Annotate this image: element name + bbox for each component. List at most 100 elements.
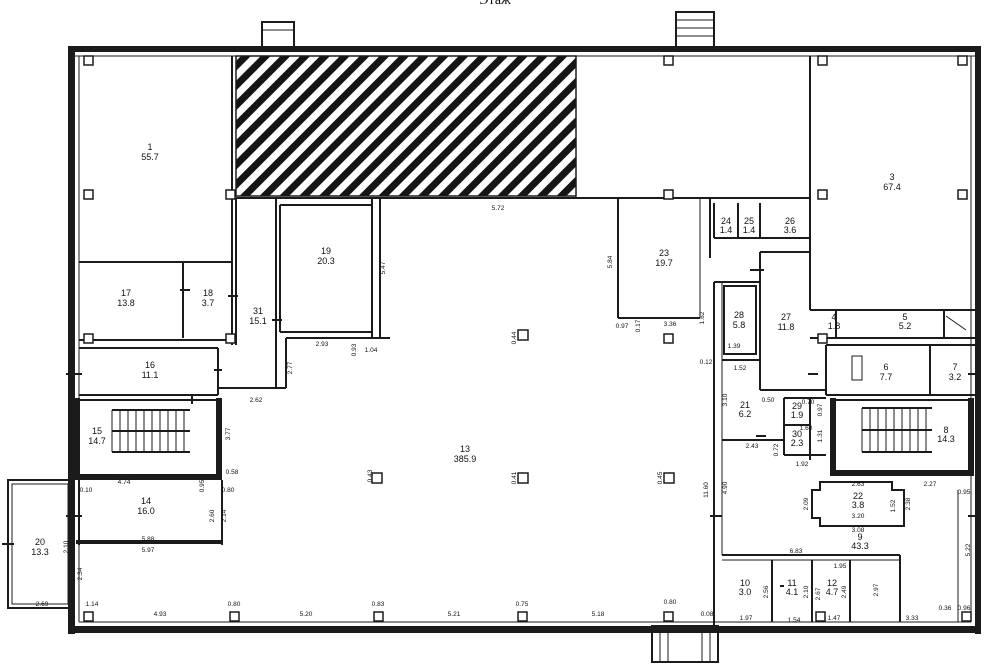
dim-label: 2.10 xyxy=(803,585,810,598)
dim-label: 1.60 xyxy=(800,425,813,432)
room-14-area: 16.0 xyxy=(137,506,155,516)
room-4-number: 4 xyxy=(831,312,836,322)
room-labels: 1 55.7 3 67.4 4 1.8 5 5.2 6 7.7 7 3.2 8 … xyxy=(31,142,961,597)
room-29-area: 1.9 xyxy=(791,410,804,420)
room-28-area: 5.8 xyxy=(733,320,746,330)
dim-label: 2.60 xyxy=(209,509,216,522)
dim-label: 2.10 xyxy=(63,540,70,553)
dim-label: 4.74 xyxy=(118,479,131,486)
room-29-number: 29 xyxy=(792,401,802,411)
dim-label: 1.39 xyxy=(728,343,741,350)
dim-label: 1.95 xyxy=(834,563,847,570)
room-8-area: 14.3 xyxy=(937,434,955,444)
dim-label: 0.17 xyxy=(635,319,642,332)
room-15-number: 15 xyxy=(92,426,102,436)
dim-label: 6.83 xyxy=(790,548,803,555)
room-26-area: 3.6 xyxy=(784,225,797,235)
room-5-area: 5.2 xyxy=(899,321,912,331)
room-27-area: 11.8 xyxy=(778,322,795,332)
dim-label: 2.09 xyxy=(803,497,810,510)
dim-label: 0.41 xyxy=(511,471,518,484)
dim-label: 2.38 xyxy=(905,497,912,510)
room-7-area: 3.2 xyxy=(949,372,962,382)
dim-label: 1.47 xyxy=(828,615,841,622)
dim-label: 0.97 xyxy=(817,403,824,416)
dim-label: 0.12 xyxy=(700,359,713,366)
room-27-number: 27 xyxy=(781,312,791,322)
dim-label: 4.90 xyxy=(722,481,729,494)
room-22-area: 3.8 xyxy=(852,500,865,510)
dim-label: 2.14 xyxy=(221,509,228,522)
room-20-number: 20 xyxy=(35,537,45,547)
dim-label: 1.62 xyxy=(699,311,706,324)
room-1-number: 1 xyxy=(147,142,152,152)
dim-label: 2.62 xyxy=(250,397,263,404)
room-18-number: 18 xyxy=(203,288,213,298)
dim-label: 5.84 xyxy=(607,255,614,268)
dim-label: 11.60 xyxy=(703,482,710,498)
dim-label: 2.93 xyxy=(316,341,329,348)
dim-label: 2.97 xyxy=(873,583,880,596)
columns xyxy=(83,55,972,622)
room-19-number: 19 xyxy=(321,246,331,256)
dim-label: 0.72 xyxy=(773,443,780,456)
room-25-area: 1.4 xyxy=(743,225,756,235)
door-marks xyxy=(2,269,980,587)
room-4-area: 1.8 xyxy=(828,321,841,331)
room-11-number: 11 xyxy=(787,578,796,588)
room-18-area: 3.7 xyxy=(202,298,215,308)
room-20-area: 13.3 xyxy=(31,547,49,557)
dim-label: 0.80 xyxy=(664,599,677,606)
dim-label: 0.83 xyxy=(372,601,385,608)
dim-label: 0.45 xyxy=(657,471,664,484)
dim-label: 3.36 xyxy=(664,321,677,328)
dim-label: 0.36 xyxy=(939,605,952,612)
room-12-number: 12 xyxy=(827,578,837,588)
room-26-number: 26 xyxy=(785,216,795,226)
dim-label: 2.63 xyxy=(852,481,865,488)
room-23-area: 19.7 xyxy=(655,258,673,268)
dim-label: 5.88 xyxy=(142,536,155,543)
dim-label: 0.58 xyxy=(226,469,239,476)
dim-label: 2.77 xyxy=(287,361,294,374)
dim-label: 0.80 xyxy=(222,487,235,494)
room-7-number: 7 xyxy=(952,362,957,372)
dim-label: 1.14 xyxy=(86,601,99,608)
room-24-area: 1.4 xyxy=(720,225,733,235)
room-8-number: 8 xyxy=(943,425,948,435)
room-19-area: 20.3 xyxy=(317,256,335,266)
dim-label: 2.49 xyxy=(841,585,848,598)
room-25-number: 25 xyxy=(744,216,754,226)
room-21-number: 21 xyxy=(740,400,750,410)
dim-label: 0.70 xyxy=(802,399,815,406)
dim-label: 5.97 xyxy=(142,547,155,554)
dim-label: 5.22 xyxy=(965,543,972,556)
dim-label: 3.10 xyxy=(722,393,729,406)
room-28-number: 28 xyxy=(734,310,744,320)
room-21-area: 6.2 xyxy=(739,409,752,419)
dim-label: 0.10 xyxy=(80,487,93,494)
room-17-number: 17 xyxy=(121,288,131,298)
room-1-area: 55.7 xyxy=(141,152,159,162)
dim-label: 0.95 xyxy=(199,479,206,492)
room-14-number: 14 xyxy=(141,496,151,506)
dim-label: 0.43 xyxy=(367,469,374,482)
room-30-number: 30 xyxy=(792,429,802,439)
room-11-area: 4.1 xyxy=(786,587,799,597)
room-3-number: 3 xyxy=(889,172,894,182)
dim-label: 3.33 xyxy=(906,615,919,622)
vent-right xyxy=(675,11,715,49)
room-10-area: 3.0 xyxy=(739,587,752,597)
dim-label: 5.47 xyxy=(380,261,387,274)
room-17-area: 13.8 xyxy=(117,298,135,308)
dim-label: 1.54 xyxy=(788,617,801,624)
room-10-number: 10 xyxy=(740,578,750,588)
dim-label: 0.95 xyxy=(958,489,971,496)
dim-label: 1.04 xyxy=(365,347,378,354)
dim-label: 5.21 xyxy=(448,611,461,618)
dimension-labels: 5.72 5.47 5.84 2.93 0.93 1.04 2.77 2.62 … xyxy=(36,205,972,624)
stair-left-treads xyxy=(111,409,190,453)
room-12-area: 4.7 xyxy=(826,587,839,597)
hatched-area xyxy=(235,55,577,197)
